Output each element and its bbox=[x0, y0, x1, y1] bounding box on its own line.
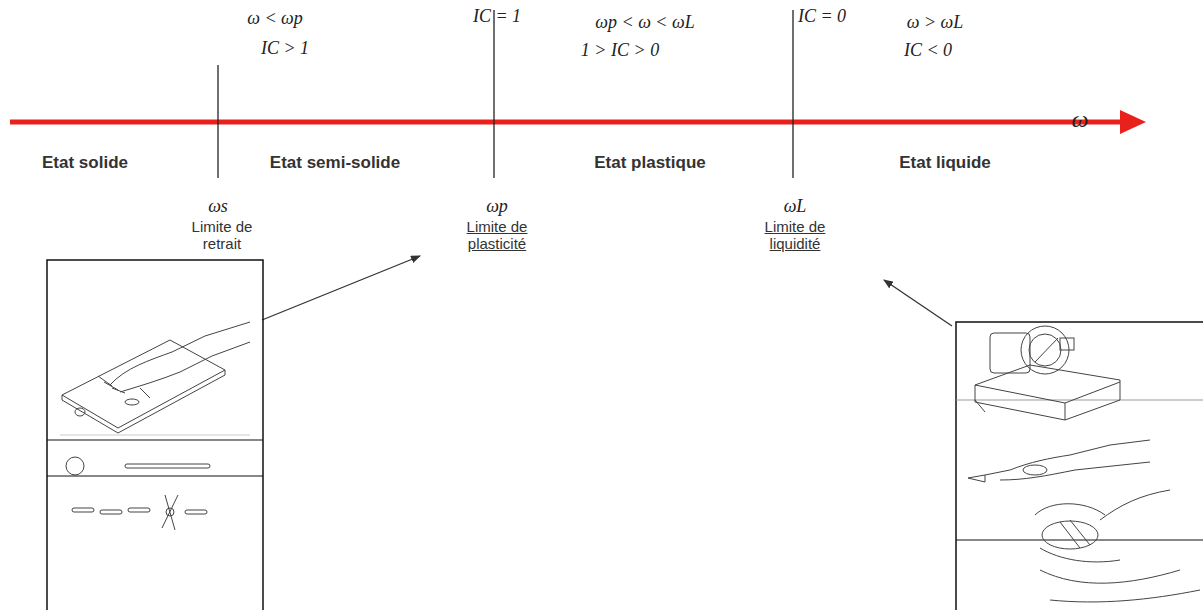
state-name: Etat plastique bbox=[594, 153, 705, 173]
liquid-limit-test-sketch bbox=[956, 322, 1203, 610]
consistency-index: 1 > IC > 0 bbox=[581, 40, 659, 61]
limit-symbol: ωL bbox=[784, 196, 807, 217]
water-content-axis bbox=[10, 110, 1146, 134]
axis-condition: ω > ωL bbox=[907, 12, 964, 33]
consistency-index: IC = 0 bbox=[798, 6, 846, 27]
axis-condition: ωp < ω < ωL bbox=[595, 12, 694, 33]
axis-condition: ω < ωp bbox=[247, 8, 303, 29]
limit-symbol: ωs bbox=[208, 196, 228, 217]
state-name: Etat liquide bbox=[899, 153, 991, 173]
state-name: Etat solide bbox=[42, 153, 128, 173]
consistency-index: IC = 1 bbox=[473, 6, 521, 27]
consistency-index: IC > 1 bbox=[261, 38, 309, 59]
limit-symbol: ωp bbox=[486, 196, 508, 217]
limit-ticks bbox=[218, 10, 793, 178]
limit-name: Limite de retrait bbox=[175, 218, 270, 253]
state-name: Etat semi-solide bbox=[270, 153, 400, 173]
axis-symbol: ω bbox=[1072, 106, 1089, 134]
leader-arrow bbox=[262, 256, 420, 320]
plastic-limit-test-sketch bbox=[47, 260, 263, 610]
consistency-index: IC < 0 bbox=[904, 40, 952, 61]
leader-arrow bbox=[884, 280, 952, 326]
limit-name: Limite de plasticité bbox=[450, 218, 545, 253]
limit-name: Limite de liquidité bbox=[748, 218, 843, 253]
